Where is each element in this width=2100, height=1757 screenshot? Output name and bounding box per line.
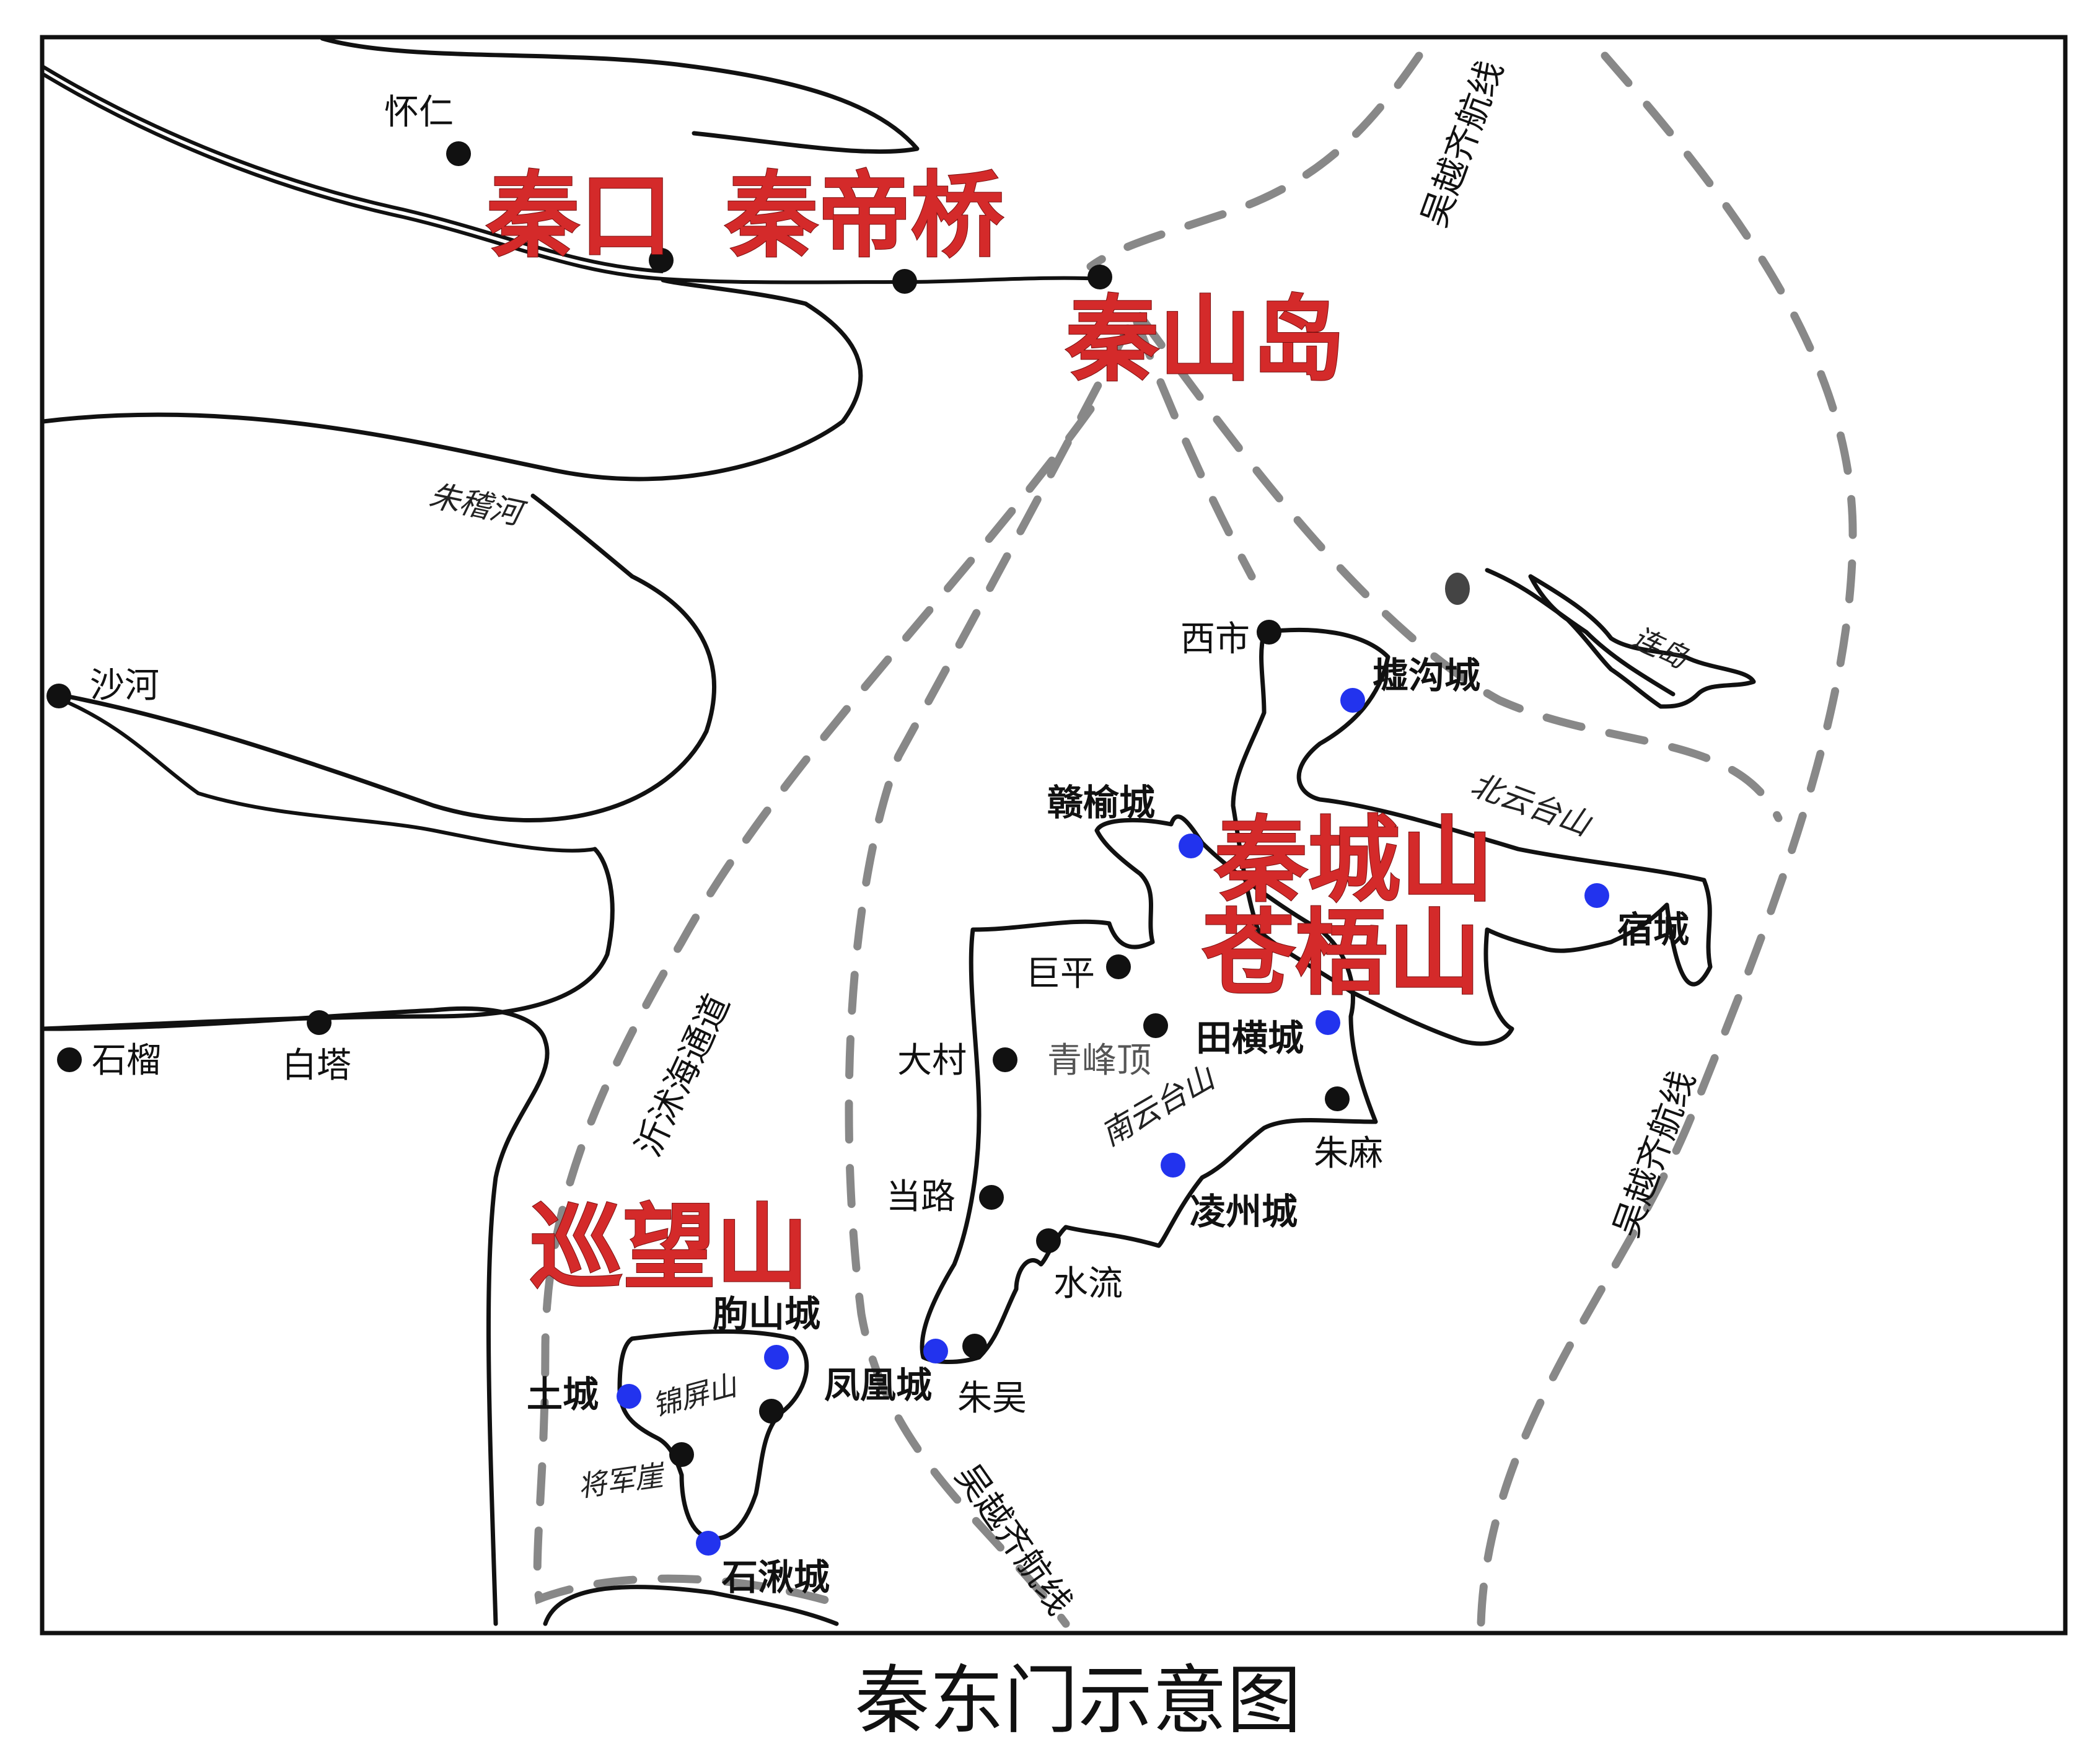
marker-huairen[interactable] [446, 141, 471, 166]
city-marker-tianhengcheng[interactable] [1316, 1010, 1340, 1035]
label-zhuma: 朱麻 [1314, 1134, 1383, 1174]
city-markers [617, 688, 1609, 1556]
label-dacun: 大村 [897, 1041, 967, 1081]
route-line-central [845, 324, 1132, 1628]
sea-routes [533, 51, 1857, 1628]
city-labels: 墟沟城 赣榆城 宿城 田横城 凌州城 朐山城 土城 凤凰城 石湫城 [527, 654, 1689, 1598]
label-lingzhoucheng: 凌州城 [1190, 1191, 1298, 1233]
route-line-yishu [533, 405, 1095, 1609]
label-shiqiucheng: 石湫城 [722, 1556, 830, 1598]
label-zhujihe: 朱稽河 [426, 477, 530, 533]
river-north [42, 73, 1104, 284]
label-qingfengding: 青峰顶 [1047, 1041, 1151, 1081]
label-sucheng: 宿城 [1617, 909, 1689, 951]
city-marker-shiqiucheng[interactable] [696, 1531, 721, 1556]
map-caption: 秦东门示意图 [855, 1658, 1301, 1744]
marker-baita[interactable] [307, 1010, 332, 1035]
label-shiliu: 石榴 [92, 1041, 161, 1081]
city-marker-fenghuangcheng[interactable] [923, 1339, 948, 1363]
river-shahe [55, 695, 595, 853]
label-jinpingshan: 锦屏山 [649, 1368, 742, 1423]
label-cangwushan: 苍梧山 [1202, 899, 1481, 1008]
label-qushancheng: 朐山城 [713, 1293, 820, 1335]
city-marker-xugoucheng[interactable] [1340, 688, 1365, 713]
island-beiyuntaishan [1231, 627, 1713, 1046]
label-qinkou: 秦口 [486, 161, 672, 270]
coast-middle-lobe [53, 493, 717, 822]
route-line-north [1086, 51, 1423, 271]
place-labels: 怀仁 沙河 石榴 白塔 西市 巨平 大村 当路 水流 朱吴 朱麻 [90, 92, 1383, 1419]
map-frame [40, 35, 2068, 1636]
marker-xishi[interactable] [1257, 620, 1281, 645]
city-marker-ganyucheng[interactable] [1179, 834, 1203, 858]
city-marker-sucheng[interactable] [1584, 883, 1609, 908]
city-marker-lingzhoucheng[interactable] [1161, 1153, 1185, 1178]
islet-icon [1445, 573, 1470, 605]
label-shahe: 沙河 [90, 666, 159, 706]
marker-zhuma[interactable] [1325, 1086, 1350, 1111]
coast-lower-lobe [41, 847, 615, 1031]
marker-jiangjunya[interactable] [669, 1442, 694, 1467]
label-qinchengshan: 秦城山 [1214, 806, 1493, 915]
island-liandao [1528, 574, 1756, 709]
river-north-bank [42, 65, 664, 273]
marker-qindiqiao[interactable] [892, 269, 917, 294]
coast-south [41, 1006, 550, 1626]
label-fenghuangcheng: 凤凰城 [824, 1364, 932, 1406]
label-jiangjunya: 将军崖 [576, 1458, 668, 1504]
marker-shuiliu[interactable] [1036, 1228, 1061, 1253]
label-xunwangshan: 巡望山 [530, 1193, 809, 1302]
label-xugoucheng: 墟沟城 [1373, 654, 1480, 697]
marker-jinpingshan[interactable] [759, 1399, 784, 1424]
route-line-east [1477, 51, 1857, 1628]
label-qinshandao: 秦山岛 [1065, 285, 1345, 394]
label-tianhengcheng: 田横城 [1196, 1017, 1304, 1059]
marker-danglu[interactable] [979, 1185, 1004, 1210]
marker-zhuwu[interactable] [962, 1334, 987, 1358]
marker-shiliu[interactable] [57, 1047, 82, 1072]
coast-upper-bay [320, 36, 920, 154]
label-huairen: 怀仁 [384, 92, 454, 133]
label-qindiqiao: 秦帝桥 [724, 161, 1004, 270]
marker-dacun[interactable] [993, 1047, 1017, 1072]
label-route-wuyueqi-south: 吴越齐航线 [947, 1457, 1080, 1623]
marker-juping[interactable] [1106, 954, 1131, 979]
city-marker-qushancheng[interactable] [764, 1345, 789, 1370]
route-line-qinshan-east [1136, 312, 1783, 822]
marker-qinkou[interactable] [649, 248, 674, 273]
place-markers [46, 141, 1350, 1467]
coastlines [41, 36, 1756, 1626]
coast-northeast [1485, 568, 1676, 697]
city-marker-tucheng[interactable] [617, 1384, 641, 1409]
major-labels: 秦口 秦帝桥 秦山岛 秦城山 苍梧山 巡望山 [485, 161, 1494, 1303]
label-route-wuyueqi-east: 吴越齐航线 [1606, 1065, 1703, 1242]
label-route-wuyueqi-north: 吴越齐航线 [1414, 55, 1511, 232]
coast-upper-lobe [41, 278, 863, 482]
island-jinpingshan [617, 1329, 809, 1541]
route-line-qinshan-south [1133, 318, 1256, 581]
label-baita: 白塔 [282, 1046, 351, 1086]
label-shuiliu: 水流 [1053, 1264, 1123, 1304]
label-liandao: 连岛 [1627, 620, 1693, 675]
label-route-yishu: 沂沭海通道 [628, 989, 738, 1163]
label-danglu: 当路 [886, 1177, 956, 1217]
label-ganyucheng: 赣榆城 [1047, 782, 1155, 824]
label-juping: 巨平 [1026, 954, 1095, 994]
label-zhuwu: 朱吴 [957, 1378, 1027, 1419]
label-tucheng: 土城 [527, 1373, 599, 1416]
marker-qingfengding[interactable] [1143, 1013, 1168, 1038]
label-xishi: 西市 [1180, 619, 1250, 659]
coast-south-bay [543, 1585, 839, 1626]
island-nanyuntaishan [920, 814, 1378, 1364]
marker-qinshandao[interactable] [1087, 265, 1112, 289]
marker-shahe[interactable] [46, 684, 71, 708]
